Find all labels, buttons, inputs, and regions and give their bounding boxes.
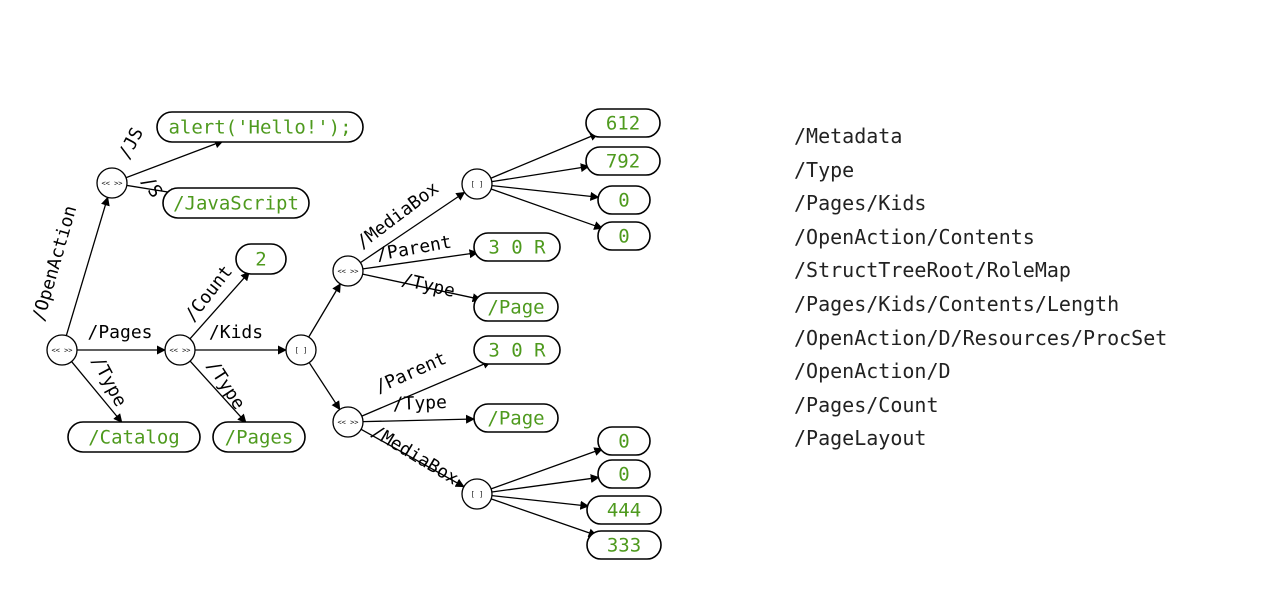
dictionary-key-path-list: /Metadata /Type /Pages/Kids /OpenAction/… [794, 120, 1167, 456]
leaf-box-page1-parent [473, 232, 561, 262]
leaf-box-javascript [162, 187, 310, 219]
node-symbol: << >> [169, 347, 190, 355]
leaf-value-javascript: /JavaScript [173, 193, 299, 215]
edge-label-pages-type: /Type [202, 357, 249, 414]
leaf-value-mb2-2: 444 [607, 500, 641, 522]
edge-label-root-type: /Type [87, 353, 131, 411]
leaf-box-page1-type [473, 292, 559, 322]
edge-arrow [491, 163, 590, 183]
node-page2 [332, 406, 364, 438]
leaf-box-mb2-3 [586, 530, 662, 560]
node-mediabox1 [461, 168, 493, 200]
edge-label-pages-count: /Count [180, 262, 237, 326]
edge-arrow-page2-mediabox [360, 428, 465, 488]
edge-arrow-page1-type [362, 273, 482, 303]
leaf-value-catalog: /Catalog [88, 427, 180, 449]
node-symbol: << >> [337, 419, 358, 427]
path-item: /OpenAction/Contents [794, 224, 1035, 249]
edge-arrow-open-action-js [125, 139, 224, 179]
leaf-value-page1-type: /Page [487, 297, 544, 319]
leaf-value-js: alert('Hello!'); [168, 117, 351, 139]
leaf-box-mb1-3 [597, 221, 651, 251]
node-symbol: << >> [51, 347, 72, 355]
path-item: /Type [794, 157, 855, 182]
leaf-value-mb2-1: 0 [618, 464, 629, 486]
path-item: /Metadata [794, 124, 903, 148]
edge-arrow-pages-type [189, 360, 247, 424]
node-symbol: [ ] [295, 347, 308, 355]
leaf-box-catalog [67, 421, 201, 453]
edge-arrow-root-type [71, 361, 123, 423]
node-mediabox2 [461, 478, 493, 510]
edge-arrow [491, 494, 590, 510]
leaf-value-mb1-1: 792 [606, 151, 640, 173]
leaf-value-pages-type: /Pages [225, 427, 294, 449]
leaf-value-count: 2 [255, 249, 266, 271]
edge-label-open-action-s: /S [137, 172, 167, 202]
node-symbol: << >> [337, 268, 358, 276]
node-root [46, 334, 78, 366]
edge-arrow-page2-parent [361, 360, 492, 417]
leaf-value-mb1-2: 0 [618, 190, 629, 212]
edge-arrow [308, 283, 341, 338]
edge-arrow [490, 447, 604, 490]
path-item: /Pages/Kids/Contents/Length [794, 291, 1120, 316]
edge-arrow [308, 362, 341, 411]
edge-label-page1-type: /Type [399, 269, 457, 302]
node-symbol: [ ] [471, 181, 484, 189]
leaf-box-mb1-1 [585, 146, 661, 176]
leaf-value-mb2-0: 0 [618, 431, 629, 453]
node-kids [285, 334, 317, 366]
edge-arrow-pages-count [189, 271, 250, 340]
leaf-value-mb1-3: 0 [618, 226, 629, 248]
path-item: /PageLayout [794, 426, 927, 451]
path-item: /OpenAction/D [794, 359, 951, 384]
edge-label-page2-parent: /Parent [372, 348, 450, 398]
leaf-box-count [235, 243, 287, 275]
node-pages [164, 334, 196, 366]
edge-arrow [490, 132, 599, 179]
node-symbol: [ ] [471, 491, 484, 499]
leaf-box-pages-type [212, 421, 306, 453]
path-item: /Pages/Kids [794, 191, 927, 216]
leaf-box-mb1-2 [597, 185, 651, 215]
node-page1 [332, 255, 364, 287]
leaf-box-mb1-0 [585, 108, 661, 138]
edge-label-page2-type: /Type [392, 392, 447, 415]
leaf-box-page2-parent [473, 335, 561, 365]
edge-arrow [491, 474, 600, 493]
path-item: /OpenAction/D/Resources/ProcSet [794, 325, 1168, 350]
edge-label-open-action-js: /JS [114, 124, 148, 163]
edge-arrow [490, 188, 604, 230]
edge-label-root-pages: /Pages [87, 322, 152, 343]
edge-label-pages-kids: /Kids [209, 322, 263, 343]
leaf-value-mb1-0: 612 [606, 113, 640, 135]
path-item: /Pages/Count [794, 392, 939, 417]
node-symbol: << >> [101, 180, 122, 188]
edge-arrow-page1-mediabox [360, 191, 466, 264]
node-open-action [96, 167, 128, 199]
edge-arrow [491, 184, 600, 201]
leaf-box-mb2-2 [586, 495, 662, 525]
edge-label-page2-mediabox: /MediaBox [368, 421, 463, 489]
leaf-value-mb2-3: 333 [607, 535, 641, 557]
leaf-box-js [156, 111, 364, 143]
leaf-value-page2-type: /Page [487, 408, 544, 430]
edge-arrow-page2-type [362, 414, 476, 424]
edge-label-root-open-action: /OpenAction [28, 203, 81, 323]
leaf-box-page2-type [473, 403, 559, 433]
leaf-box-mb2-0 [597, 426, 651, 456]
edge-arrow-page1-parent [362, 249, 479, 270]
edge-arrow-root-open-action [65, 196, 110, 336]
edge-arrow [490, 498, 598, 538]
leaf-value-page1-parent: 3 0 R [488, 237, 546, 259]
leaf-value-page2-parent: 3 0 R [488, 340, 546, 362]
path-item: /StructTreeRoot/RoleMap [794, 258, 1071, 283]
leaf-box-mb2-1 [597, 459, 651, 489]
